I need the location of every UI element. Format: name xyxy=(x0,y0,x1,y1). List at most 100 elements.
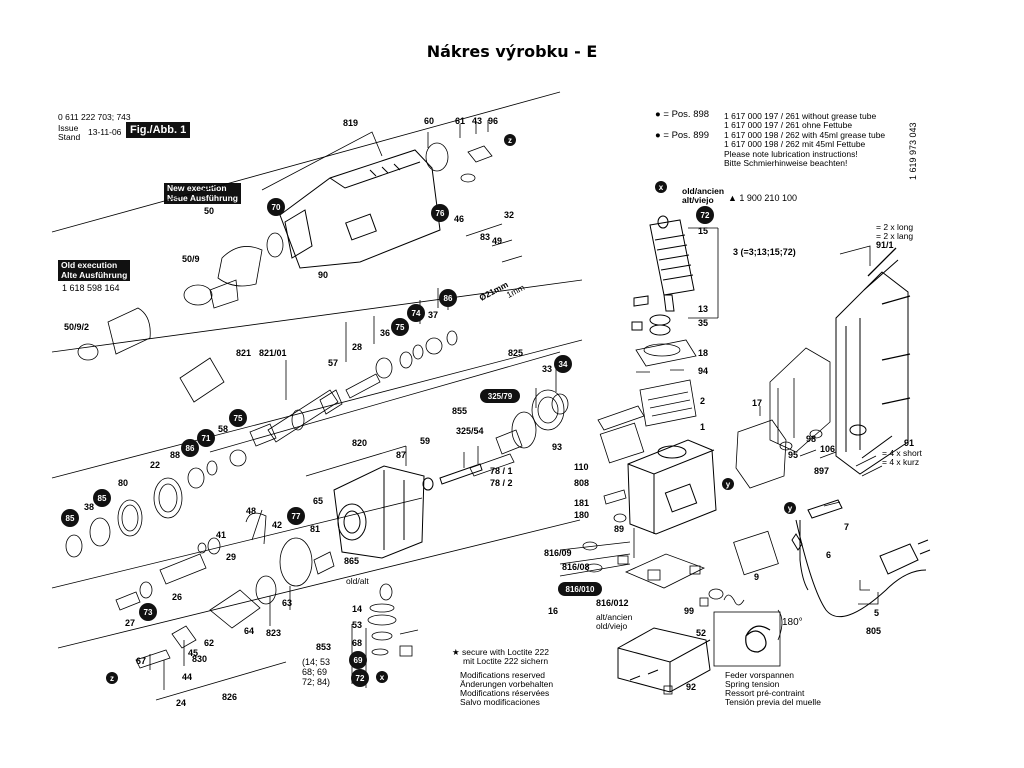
old-execution-part: 1 618 598 164 xyxy=(62,283,120,293)
part-badge: x xyxy=(376,671,388,683)
part-badge: 85 xyxy=(61,509,79,527)
badge-text: 69 xyxy=(354,656,363,665)
badge-text: 85 xyxy=(98,494,107,503)
issue-label: Issue xyxy=(58,123,79,133)
power-cable xyxy=(791,499,931,618)
armature-group-label: 3 (=3;13;15;72) xyxy=(733,247,796,257)
screw-long-2: = 2 x lang xyxy=(876,231,914,241)
group-853-line-3: 72; 84) xyxy=(302,677,331,687)
loctite-note-2: mit Loctite 222 sichern xyxy=(463,656,549,666)
part-number-label: 46 xyxy=(454,214,464,224)
part-number-label: 44 xyxy=(182,672,192,682)
model-numbers: 0 611 222 703; 743 xyxy=(58,112,131,122)
part-number-label: 94 xyxy=(698,366,708,376)
part-number-label: 95 xyxy=(788,450,798,460)
part-number-label: 24 xyxy=(176,698,186,708)
grease-line-4: 1 617 000 198 / 262 mit 45ml Fettube xyxy=(724,139,866,149)
part-number-label: 60 xyxy=(424,116,434,126)
part-number-label: 6 xyxy=(826,550,831,560)
screw-short-2: = 4 x kurz xyxy=(882,457,920,467)
part-number-label: 816/012 xyxy=(596,598,629,608)
part-number-label: 826 xyxy=(222,692,237,702)
part-badge: y xyxy=(722,478,734,490)
badge-text: x xyxy=(380,673,385,682)
badge-text: 72 xyxy=(701,211,710,220)
part-badge: x xyxy=(655,181,667,193)
switch xyxy=(735,419,787,489)
group-853-line-2: 68; 69 xyxy=(302,667,328,677)
part-number-label: 325/54 xyxy=(456,426,484,436)
spring-note-2: Spring tension xyxy=(725,679,780,689)
modifications-1: Modifications reserved xyxy=(460,670,546,680)
tool-chuck-old xyxy=(77,307,151,361)
part-number-label: 37 xyxy=(428,310,438,320)
screw-long-1: = 2 x long xyxy=(876,222,914,232)
part-number-label: 67 xyxy=(136,656,146,666)
clutch-assembly xyxy=(469,389,569,477)
part-number-label: 65 xyxy=(313,496,323,506)
label-plate xyxy=(733,530,779,576)
old-alt-label: old/alt xyxy=(346,576,369,586)
part-number-label: 825 xyxy=(508,348,523,358)
part-number-label: 35 xyxy=(698,318,708,328)
badge-text: 34 xyxy=(559,360,568,369)
part-badge: 72 xyxy=(351,669,369,687)
part-badge: y xyxy=(784,502,796,514)
part-number-label: 897 xyxy=(814,466,829,476)
pos-899: ● = Pos. 899 xyxy=(655,130,710,141)
part-number-label: 91/1 xyxy=(876,240,894,250)
part-number-label: 853 xyxy=(316,642,331,652)
part-badge: 71 xyxy=(197,429,215,447)
part-number-label: 78 / 2 xyxy=(490,478,513,488)
part-number-label: 26 xyxy=(172,592,182,602)
modifications-4: Salvo modificaciones xyxy=(460,697,540,707)
part-badge: 72 xyxy=(696,206,714,224)
part-number-label: 42 xyxy=(272,520,282,530)
field-stator xyxy=(639,379,697,427)
old-ancien-label: old/ancien xyxy=(682,186,725,196)
stand-label: Stand xyxy=(58,132,81,142)
badge-text: 72 xyxy=(356,674,365,683)
armature-part-number: ▲ 1 900 210 100 xyxy=(728,193,797,203)
spring-note-4: Tensión previa del muelle xyxy=(725,697,821,707)
spring-note-3: Ressort pré-contraint xyxy=(725,688,805,698)
part-number-label: 816/09 xyxy=(544,548,572,558)
badge-text: 85 xyxy=(66,514,75,523)
badge-text: y xyxy=(788,504,793,513)
grease-line-5: Please note lubrication instructions! xyxy=(724,149,858,159)
part-number-label: 68 xyxy=(352,638,362,648)
cover-cap xyxy=(617,627,711,693)
part-number-label: 110 xyxy=(574,462,589,472)
issue-date: 13-11-06 xyxy=(88,127,122,137)
part-number-label: 64 xyxy=(244,626,254,636)
part-number-label: 808 xyxy=(574,478,589,488)
guide-line xyxy=(51,91,561,233)
part-number-label: 91 xyxy=(904,438,914,448)
modifications-2: Änderungen vorbehalten xyxy=(460,679,554,689)
part-number-label: 57 xyxy=(328,358,338,368)
part-number-label: 49 xyxy=(492,236,502,246)
part-number-label: 17 xyxy=(752,398,762,408)
part-number-label: 2 xyxy=(700,396,705,406)
part-number-label: 83 xyxy=(480,232,490,242)
part-number-label: 53 xyxy=(352,620,362,630)
part-number-label: 9 xyxy=(754,572,759,582)
part-number-label: 106 xyxy=(820,444,835,454)
part-number-label: 7 xyxy=(844,522,849,532)
loctite-note-1: ★ secure with Loctite 222 xyxy=(452,647,549,657)
armature xyxy=(631,215,695,336)
part-number-label: 180 xyxy=(574,510,589,520)
screw-short-1: = 4 x short xyxy=(882,448,922,458)
part-number-label: 50/9/2 xyxy=(64,322,89,332)
part-badge: 73 xyxy=(139,603,157,621)
part-number-label: 92 xyxy=(686,682,696,692)
handle-shell xyxy=(769,347,831,453)
part-number-label: 90 xyxy=(318,270,328,280)
grease-line-2: 1 617 000 197 / 261 ohne Fettube xyxy=(724,120,853,130)
part-badge: 75 xyxy=(391,318,409,336)
part-badge: 325/79 xyxy=(480,389,520,403)
badge-text: y xyxy=(726,480,731,489)
